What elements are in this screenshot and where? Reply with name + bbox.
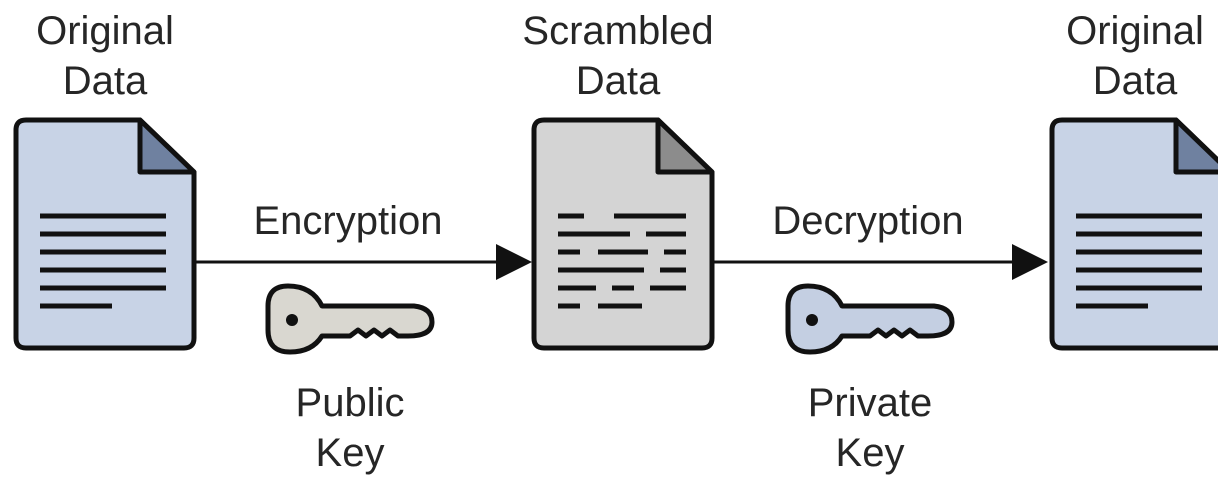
encryption-arrow xyxy=(194,244,532,280)
original-data-line2: Data xyxy=(62,59,148,103)
scrambled-data-line1: Scrambled xyxy=(522,9,714,53)
private-key-icon xyxy=(785,283,955,355)
private-key-line1: Private xyxy=(807,381,933,425)
scrambled-data-label: Scrambled Data xyxy=(498,6,738,106)
encryption-label: Encryption xyxy=(253,199,443,243)
private-key-line2: Key xyxy=(835,431,905,475)
decryption-label: Decryption xyxy=(772,199,964,243)
original-data-label-right: Original Data xyxy=(1030,6,1218,106)
public-key-line2: Key xyxy=(315,431,385,475)
public-key-label: Public Key xyxy=(250,378,450,478)
original-document-icon xyxy=(13,117,197,351)
scrambled-document-icon xyxy=(531,117,715,351)
original-data-line1: Original xyxy=(1066,9,1204,53)
scrambled-data-line2: Data xyxy=(575,59,661,103)
public-key-icon xyxy=(265,283,435,355)
original-data-line1: Original xyxy=(36,9,174,53)
private-key-label: Private Key xyxy=(770,378,970,478)
public-key-line1: Public xyxy=(295,381,405,425)
original-data-label-left: Original Data xyxy=(0,6,210,106)
original-data-line2: Data xyxy=(1092,59,1178,103)
original-document-icon xyxy=(1049,117,1218,351)
decryption-arrow xyxy=(712,244,1048,280)
